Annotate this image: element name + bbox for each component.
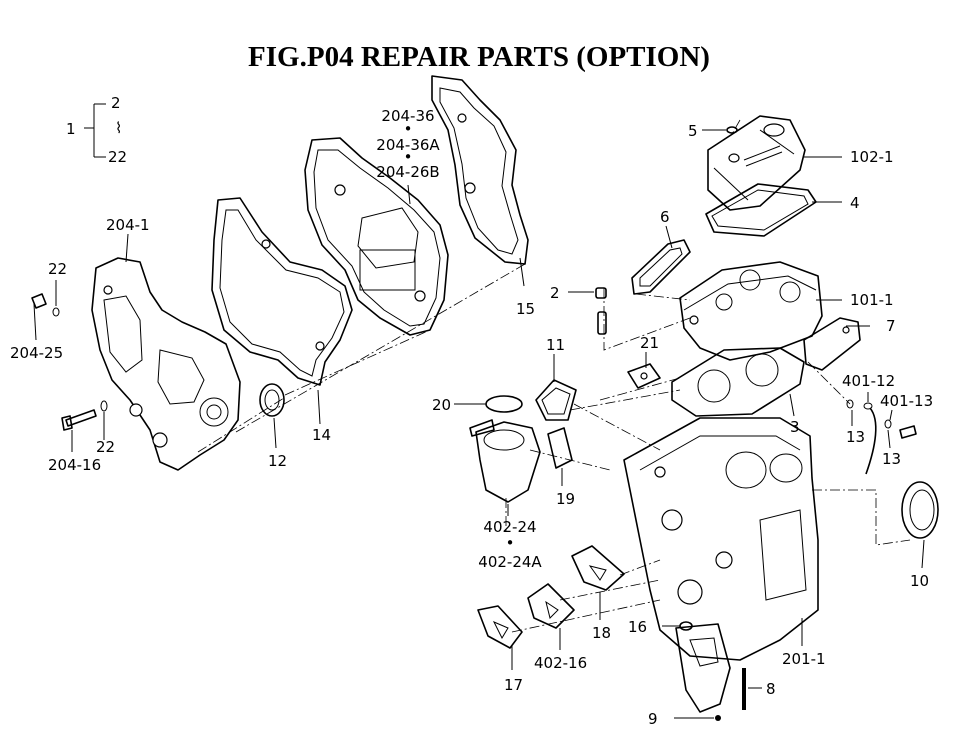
plate-7 — [803, 317, 861, 371]
bracket-main-label: 1 — [66, 120, 76, 138]
o-ring-20 — [485, 395, 523, 413]
label-6: 6 — [660, 208, 670, 226]
label-8: 8 — [766, 680, 776, 698]
label-12: 12 — [268, 452, 287, 470]
label-22-upper: 22 — [48, 260, 67, 278]
bolt-204-25 — [31, 293, 60, 317]
label-7: 7 — [886, 317, 896, 335]
label-16: 16 — [628, 618, 647, 636]
label-13-left: 13 — [846, 428, 865, 446]
leader-lines — [33, 129, 925, 719]
label-402-24: 402-24 — [483, 518, 536, 536]
label-204-16: 204-16 — [48, 456, 101, 474]
label-9: 9 — [648, 710, 658, 728]
label-22-lower: 22 — [96, 438, 115, 456]
gasket-14 — [211, 197, 353, 386]
label-101-1: 101-1 — [850, 291, 894, 309]
plate-21 — [627, 363, 661, 389]
label-2: 2 — [550, 284, 560, 302]
label-dot-2: • — [404, 148, 413, 166]
label-204-1: 204-1 — [106, 216, 150, 234]
label-401-13: 401-13 — [880, 392, 933, 410]
oil-seal-10 — [901, 481, 939, 539]
pin-8 — [742, 668, 746, 710]
gasket-6 — [631, 239, 691, 295]
label-18: 18 — [592, 624, 611, 642]
label-201-1: 201-1 — [782, 650, 826, 668]
bearing-housing — [675, 623, 731, 713]
bolt-204-16 — [61, 400, 108, 431]
label-15: 15 — [516, 300, 535, 318]
plug-2 — [595, 287, 607, 335]
label-14: 14 — [312, 426, 331, 444]
label-20: 20 — [432, 396, 451, 414]
washer-5 — [726, 126, 738, 134]
part-labels: 204-36 • 204-36A • 204-26B 5 102-1 4 6 2… — [10, 107, 933, 728]
label-204-36A: 204-36A — [376, 136, 440, 154]
assembly-lines — [197, 119, 911, 633]
head-cover-102-1 — [707, 115, 806, 211]
oil-seal-12 — [259, 383, 285, 417]
head-gasket-3 — [671, 347, 805, 417]
thermostat-housing-402-24 — [469, 419, 541, 503]
label-402-16: 402-16 — [534, 654, 587, 672]
cylinder-head-101-1 — [679, 261, 823, 361]
label-204-25: 204-25 — [10, 344, 63, 362]
label-dot-3: • — [506, 534, 515, 552]
label-13-right: 13 — [882, 450, 901, 468]
label-4: 4 — [850, 194, 860, 212]
cylinder-block-201-1 — [623, 417, 819, 661]
gasket-18 — [571, 545, 625, 591]
screw-9 — [715, 715, 721, 721]
label-5: 5 — [688, 122, 698, 140]
label-11: 11 — [546, 336, 565, 354]
label-dot-1: • — [404, 120, 413, 138]
label-402-24A: 402-24A — [478, 553, 542, 571]
gasket-11 — [535, 379, 577, 421]
bracket-mid-symbol: ⌇ — [115, 119, 122, 137]
figure-title: FIG.P04 REPAIR PARTS (OPTION) — [248, 41, 710, 73]
label-17: 17 — [504, 676, 523, 694]
label-21: 21 — [640, 334, 659, 352]
part-range-bracket: 1 2 ⌇ 22 — [66, 94, 127, 166]
bracket-top-label: 2 — [111, 94, 121, 112]
label-19: 19 — [556, 490, 575, 508]
bracket-bottom-label: 22 — [108, 148, 127, 166]
label-10: 10 — [910, 572, 929, 590]
dipstick-guide-401-12 — [846, 399, 917, 475]
gasket-17 — [477, 605, 523, 649]
gasket-4 — [705, 183, 817, 237]
label-204-36: 204-36 — [381, 107, 434, 125]
gasket-15 — [431, 75, 529, 265]
gasket-19 — [547, 427, 573, 469]
label-401-12: 401-12 — [842, 372, 895, 390]
label-204-26B: 204-26B — [376, 163, 439, 181]
label-102-1: 102-1 — [850, 148, 894, 166]
label-3: 3 — [790, 418, 800, 436]
gasket-402-16 — [527, 583, 575, 629]
front-case-204-1 — [91, 257, 241, 471]
